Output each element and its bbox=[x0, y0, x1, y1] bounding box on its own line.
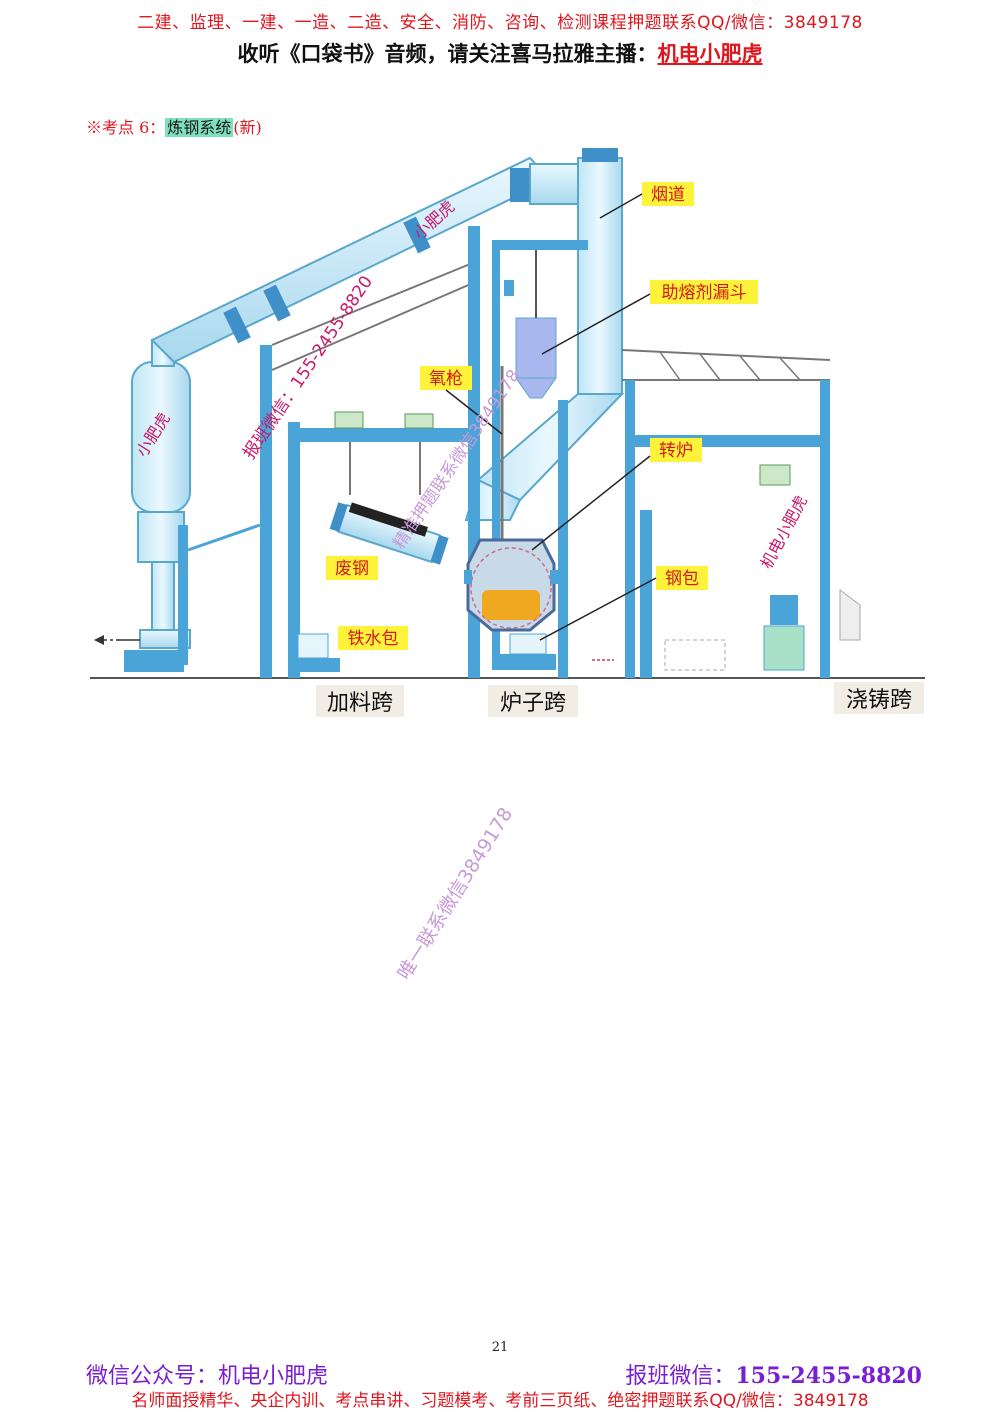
bay-label-furnace: 炉子跨 bbox=[488, 685, 578, 717]
footer-enroll-contact: 报班微信：155-2455-8820 bbox=[625, 1358, 922, 1390]
label-scrap: 废钢 bbox=[326, 556, 378, 580]
charging-bay-frame bbox=[178, 226, 481, 678]
svg-text:浇铸跨: 浇铸跨 bbox=[846, 688, 912, 713]
svg-text:加料跨: 加料跨 bbox=[327, 691, 393, 716]
section-suffix: (新) bbox=[233, 118, 262, 137]
converter-vessel bbox=[464, 538, 558, 632]
diagram-watermark-5: 机电小肥虎 bbox=[757, 492, 811, 572]
scrap-chute bbox=[329, 502, 449, 565]
footer-promo-line: 名师面授精华、央企内训、考点串讲、习题模考、考前三页纸、绝密押题联系QQ/微信：… bbox=[131, 1391, 869, 1411]
steelmaking-diagram: 烟道 助熔剂漏斗 氧枪 转炉 废钢 钢包 铁水包 加料跨 炉子跨 浇铸跨 bbox=[90, 148, 925, 717]
diagonal-duct bbox=[150, 156, 587, 364]
footer-enroll-label: 报班微信： bbox=[625, 1364, 736, 1389]
page-number: 21 bbox=[491, 1340, 509, 1355]
label-ladle: 钢包 bbox=[656, 566, 708, 590]
furnace-bay-frame bbox=[492, 240, 588, 678]
bay-label-charging: 加料跨 bbox=[316, 685, 404, 717]
vertical-flue bbox=[464, 148, 625, 521]
scrubber-tower bbox=[124, 339, 191, 672]
header-host-link[interactable]: 机电小肥虎 bbox=[657, 41, 763, 66]
casting-bay-frame bbox=[621, 349, 861, 678]
svg-text:炉子跨: 炉子跨 bbox=[500, 691, 566, 716]
svg-text:废钢: 废钢 bbox=[335, 559, 369, 579]
steel-ladle-car bbox=[500, 633, 556, 670]
iron-ladle-car bbox=[290, 633, 340, 672]
svg-text:烟道: 烟道 bbox=[651, 185, 685, 205]
page-watermark: 唯一联系微信3849178 bbox=[393, 803, 518, 984]
label-iron-ladle: 铁水包 bbox=[338, 626, 408, 650]
label-lance: 氧枪 bbox=[420, 366, 472, 390]
svg-text:助熔剂漏斗: 助熔剂漏斗 bbox=[662, 283, 747, 303]
bay-label-casting: 浇铸跨 bbox=[834, 682, 924, 714]
label-hopper: 助熔剂漏斗 bbox=[650, 280, 758, 304]
svg-text:钢包: 钢包 bbox=[665, 569, 699, 589]
section-prefix: ※考点 6： bbox=[86, 118, 166, 137]
header-audio-line: 收听《口袋书》音频，请关注喜马拉雅主播：机电小肥虎 bbox=[0, 38, 1000, 68]
svg-text:氧枪: 氧枪 bbox=[429, 369, 463, 389]
section-heading: ※考点 6：炼钢系统(新) bbox=[86, 114, 262, 138]
footer-enroll-phone: 155-2455-8820 bbox=[735, 1363, 922, 1389]
header-audio-prefix: 收听《口袋书》音频，请关注喜马拉雅主播： bbox=[237, 41, 658, 66]
section-title: 炼钢系统 bbox=[165, 118, 234, 137]
svg-text:转炉: 转炉 bbox=[659, 441, 693, 461]
svg-text:铁水包: 铁水包 bbox=[348, 629, 399, 649]
label-flue: 烟道 bbox=[642, 182, 694, 206]
header-promo-line: 二建、监理、一建、一造、二造、安全、消防、咨询、检测课程押题联系QQ/微信：38… bbox=[137, 13, 863, 33]
label-converter: 转炉 bbox=[650, 438, 702, 462]
footer-wechat-account: 微信公众号：机电小肥虎 bbox=[86, 1364, 329, 1389]
